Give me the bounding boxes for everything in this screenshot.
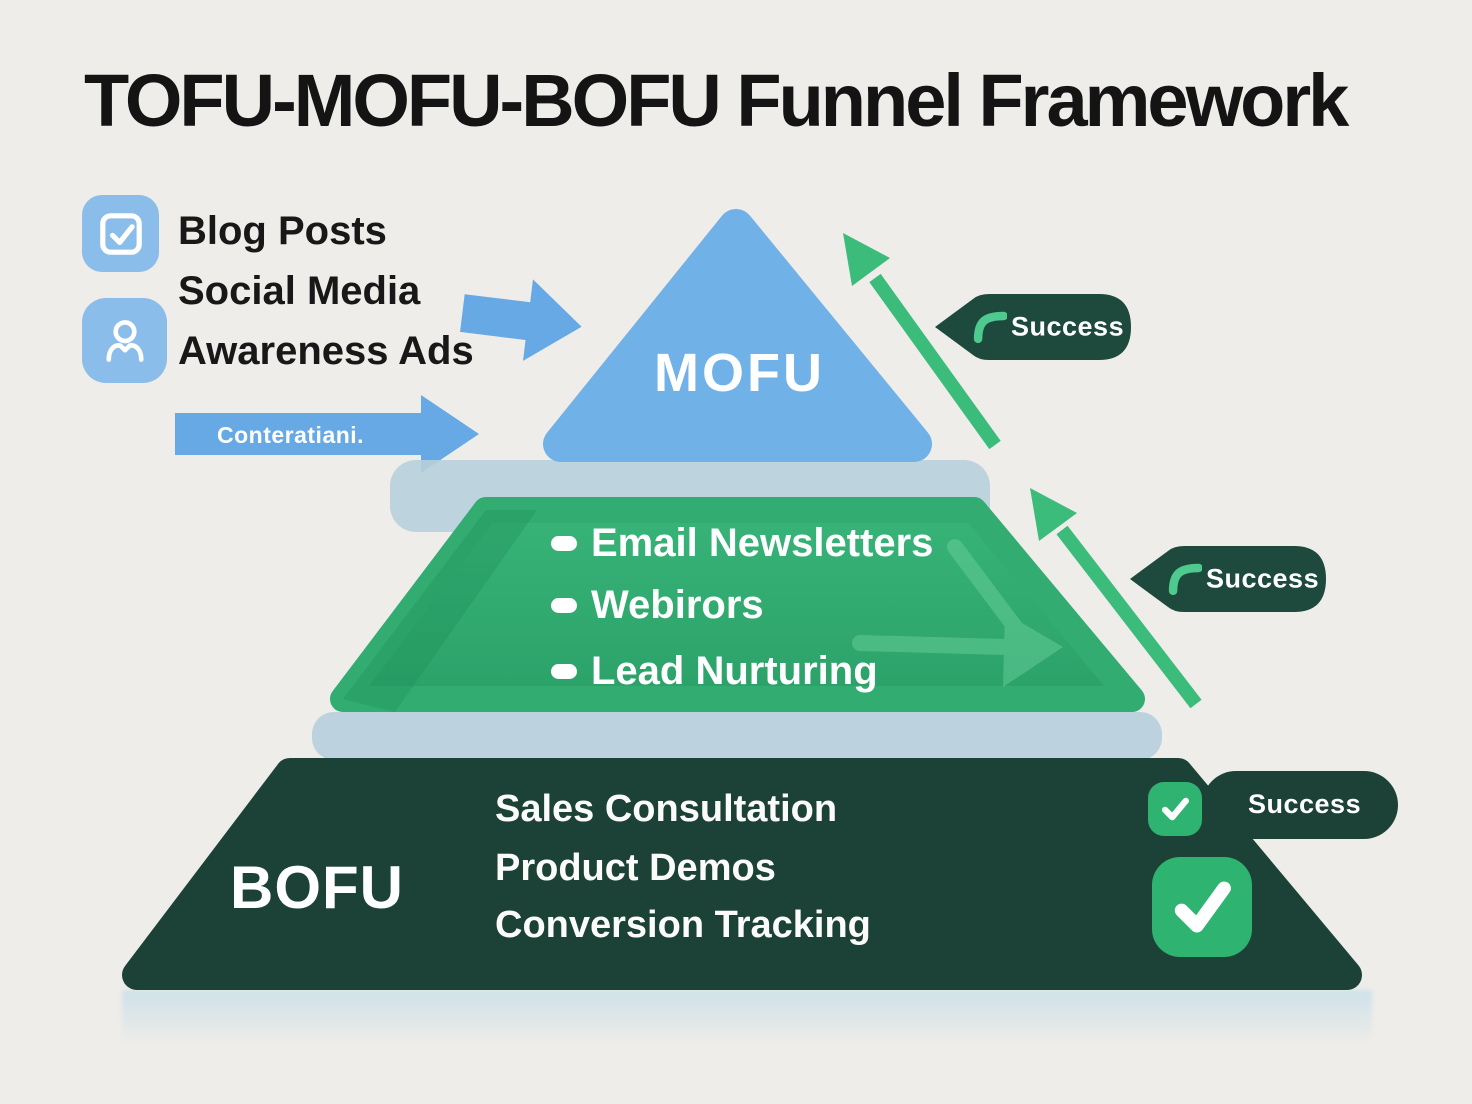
bullet-icon — [551, 536, 577, 551]
inner-arrow-icon — [852, 539, 1063, 687]
bofu-item-sales-consultation: Sales Consultation — [495, 788, 838, 830]
bofu-item-conversion-tracking: Conversion Tracking — [495, 904, 871, 946]
checkbox-icon — [82, 195, 159, 272]
curved-arrow-icon — [1168, 563, 1202, 596]
success-badge-top: Success — [933, 294, 1133, 360]
person-icon-glyph — [105, 319, 144, 362]
bofu-shadow-band — [122, 990, 1372, 1044]
tofu-item-social-media: Social Media — [178, 269, 421, 313]
mofu-item-lead-nurturing: Lead Nurturing — [591, 649, 878, 693]
bullet-icon — [551, 598, 577, 613]
checkmark-icon — [1148, 782, 1202, 836]
success-badge-label: Success — [1011, 311, 1125, 342]
arrow-shaft — [175, 413, 423, 455]
checkmark-icon — [1152, 857, 1252, 957]
bofu-item-product-demos: Product Demos — [495, 847, 776, 889]
green-trapezoid — [330, 497, 1145, 712]
trapezoid-shadow-band — [312, 712, 1162, 760]
success-badge-label: Success — [1206, 563, 1320, 594]
curved-arrow-icon — [973, 311, 1007, 344]
mofu-bullet-row: Email Newsletters — [551, 521, 933, 566]
mofu-bullet-row: Webirors — [551, 583, 764, 628]
person-icon — [82, 298, 167, 383]
trapezoid-edge-shade — [343, 510, 537, 712]
mofu-label: MOFU — [654, 343, 825, 403]
mofu-bullet-row: Lead Nurturing — [551, 649, 878, 694]
bofu-trapezoid — [122, 758, 1362, 990]
checkbox-icon-glyph — [99, 212, 142, 255]
tofu-item-blog-posts: Blog Posts — [178, 209, 387, 253]
checkmark-glyph — [1174, 881, 1231, 933]
checkmark-glyph — [1161, 797, 1189, 821]
page-title: TOFU-MOFU-BOFU Funnel Framework — [84, 59, 1349, 142]
bullet-icon — [551, 664, 577, 679]
mofu-item-email-newsletters: Email Newsletters — [591, 521, 934, 565]
success-badge-middle: Success — [1128, 546, 1328, 612]
content-arrow: Conteratiani. — [175, 393, 481, 473]
bofu-label: BOFU — [230, 854, 404, 921]
success-tab-bottom — [1202, 771, 1398, 839]
content-arrow-label: Conteratiani. — [217, 422, 365, 448]
mofu-triangle — [543, 209, 932, 462]
tofu-item-awareness-ads: Awareness Ads — [178, 329, 474, 373]
badge-shape — [1130, 546, 1326, 612]
mofu-item-webinars: Webirors — [591, 583, 764, 627]
badge-shape — [935, 294, 1131, 360]
success-badge-label: Success — [1248, 789, 1362, 819]
